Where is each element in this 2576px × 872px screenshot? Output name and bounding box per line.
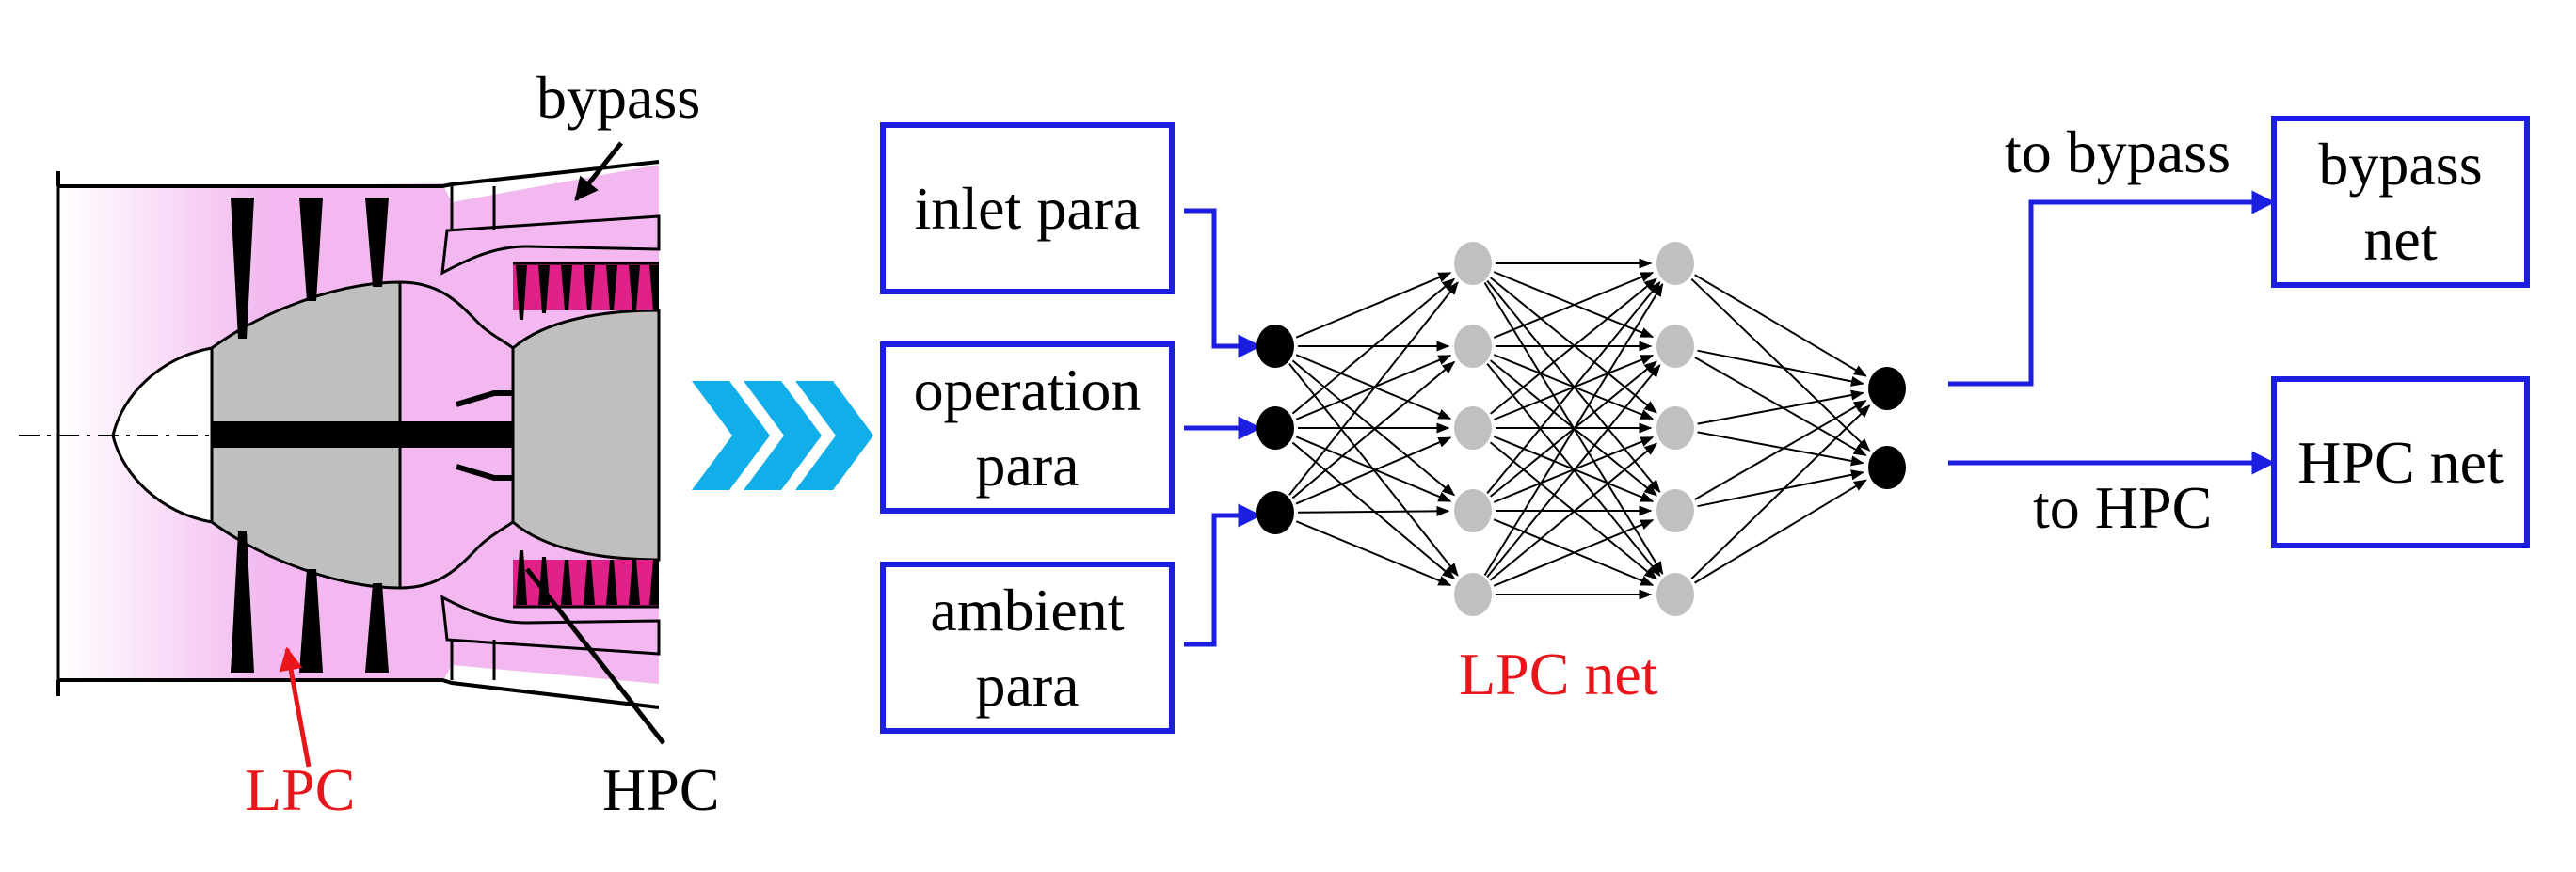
input-node <box>1256 406 1294 450</box>
to-bypass-connector <box>1948 190 2276 387</box>
net-edge <box>1697 389 1864 425</box>
hpc-core <box>511 309 661 562</box>
net-edge <box>1486 364 1661 579</box>
hpc-pointer <box>525 567 665 745</box>
to-hpc-label: to HPC <box>2033 474 2213 541</box>
net-edge <box>1486 281 1661 495</box>
hidden-node <box>1656 573 1694 616</box>
net-edge <box>1291 277 1456 415</box>
net-edge <box>1493 271 1655 339</box>
bypass-net-line2: net <box>2363 205 2438 273</box>
hidden-node <box>1454 242 1492 285</box>
lpc-blade <box>299 569 323 673</box>
operation-para-line2: para <box>975 431 1080 499</box>
lpc-net-nodes <box>1256 242 1906 616</box>
casing-top-line <box>56 160 660 188</box>
hidden-node <box>1656 406 1694 450</box>
net-edge <box>1295 436 1452 502</box>
net-edge <box>1493 519 1655 587</box>
net-edge <box>1489 277 1657 415</box>
hidden-node <box>1454 489 1492 532</box>
bypass-splitter-top <box>440 214 661 276</box>
engine-cross-section <box>19 141 665 768</box>
lpc-blade <box>299 198 323 301</box>
net-edge <box>1291 360 1456 499</box>
hpc-net-box: HPC net <box>2271 376 2530 548</box>
lpc-blade <box>365 583 389 673</box>
input-node <box>1256 325 1294 368</box>
bypass-pointer <box>574 141 623 201</box>
net-edge <box>1288 281 1459 496</box>
bypass-label: bypass <box>536 64 701 131</box>
inlet-para-text: inlet para <box>914 174 1141 242</box>
hidden-node <box>1454 325 1492 368</box>
hpc-blades-top <box>513 262 659 320</box>
net-edge <box>1291 441 1456 580</box>
lpc-blade <box>231 531 254 673</box>
lpc-blade <box>365 198 389 287</box>
net-edge <box>1493 436 1655 503</box>
net-edge <box>1295 436 1452 505</box>
net-edge <box>1694 479 1867 584</box>
net-edge <box>1694 274 1867 377</box>
ambient-para-box: ambient para <box>880 562 1175 734</box>
hpc-net-text: HPC net <box>2297 428 2504 496</box>
net-edge <box>1690 277 1871 452</box>
hidden-node <box>1656 489 1694 532</box>
output-connectors <box>1948 190 2276 475</box>
hidden-node <box>1656 325 1694 368</box>
lpc-label: LPC <box>245 756 356 823</box>
lpc-pointer <box>279 646 312 768</box>
net-edge <box>1295 520 1452 586</box>
input-connectors <box>1184 208 1262 647</box>
casing-bottom-line <box>56 678 660 709</box>
net-edge <box>1295 272 1452 339</box>
inlet-para-box: inlet para <box>880 122 1175 294</box>
net-edge <box>1694 400 1867 500</box>
net-edge <box>1697 469 1864 508</box>
net-edge <box>1694 357 1867 456</box>
hidden-node <box>1656 242 1694 285</box>
bypass-net-box: bypass net <box>2271 116 2530 288</box>
output-node <box>1868 446 1906 489</box>
input-node <box>1256 491 1294 534</box>
bypass-net-line1: bypass <box>2318 130 2483 198</box>
hpc-label: HPC <box>602 756 720 823</box>
chevron-triple-right-icon <box>692 381 873 490</box>
operation-para-box: operation para <box>880 341 1175 514</box>
net-edge <box>1483 282 1664 577</box>
net-edge <box>1697 349 1864 387</box>
net-edge <box>1690 404 1871 579</box>
output-node <box>1868 367 1906 410</box>
net-edge <box>1489 442 1658 581</box>
lpc-net-edges <box>1288 258 1871 600</box>
hidden-node <box>1454 573 1492 616</box>
net-edge <box>1295 355 1452 420</box>
hidden-node <box>1454 406 1492 450</box>
ambient-para-line1: ambient <box>930 576 1125 643</box>
net-edge <box>1697 431 1864 467</box>
ambient-para-line2: para <box>975 651 1080 719</box>
net-edge <box>1297 505 1450 516</box>
lpc-net-label: LPC net <box>1459 641 1658 707</box>
lpc-blade <box>231 198 254 339</box>
to-bypass-label: to bypass <box>2005 119 2231 185</box>
operation-para-line1: operation <box>913 356 1142 423</box>
